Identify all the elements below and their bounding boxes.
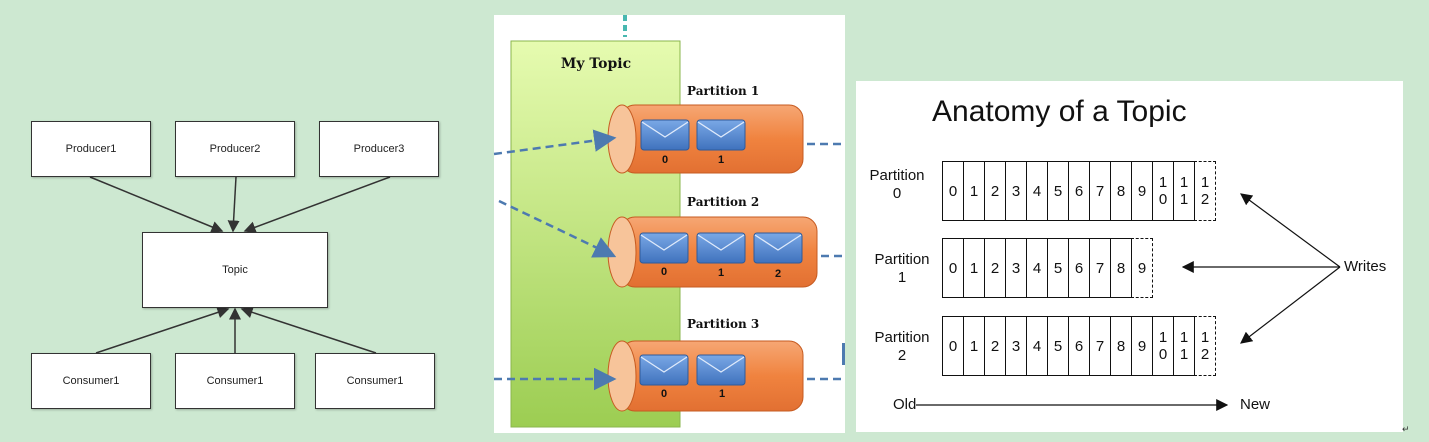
producer-label: Producer1 [65,143,117,155]
next-offset-cell: 9 [1131,238,1153,298]
message-icon [696,119,746,151]
message-icon [696,354,746,386]
consumer-label: Consumer1 [346,375,404,387]
consumer-box-3: Consumer1 [315,353,435,409]
message-icon [640,119,690,151]
topic-label: Topic [222,264,248,276]
partitions-svg: My Topic Partition 1 0 1 Partition 2 0 1… [493,15,845,428]
consumer-box-2: Consumer1 [175,353,295,409]
producer2-arrow [227,176,240,233]
message-offset: 1 [719,388,725,400]
partition-label-1: Partition 1 [687,84,759,98]
write-arrow-2 [498,199,617,258]
message-offset: 1 [718,154,724,166]
anatomy-figure: Anatomy of a Topic Partition 0 Partition… [856,81,1403,432]
anatomy-arrows [916,193,1341,411]
topic-column-label: My Topic [561,56,631,72]
message-offset: 1 [718,267,724,279]
message-offset: 0 [662,154,668,166]
writes-label: Writes [1344,258,1387,275]
flow-arrows [89,176,391,354]
return-mark: ↵ [1402,424,1410,434]
partition-0-label: Partition 0 [862,167,932,203]
message-offset: 0 [661,266,667,278]
message-icon [753,232,803,264]
consumer3-arrow [240,306,377,354]
partition-label-2: Partition 2 [687,195,759,209]
producer1-arrow [89,176,224,233]
partition-2-label: Partition 2 [867,329,937,365]
partition-1-label: Partition 1 [867,251,937,287]
producer-consumer-diagram: Producer1 Producer2 Producer3 Topic Cons… [0,0,480,442]
old-label: Old [893,396,917,413]
partition-number: 2 [897,347,907,364]
producer-label: Producer2 [209,143,261,155]
partitions-figure: My Topic Partition 1 0 1 Partition 2 0 1… [493,15,845,433]
new-label: New [1240,396,1271,413]
partition-number: 1 [897,269,907,286]
producer-box-1: Producer1 [31,121,151,177]
message-icon [639,232,689,264]
partition-name: Partition [874,329,930,346]
write-arrow-1 [493,129,617,156]
partition-number: 0 [892,185,902,202]
writes-arrow-p0 [1240,193,1341,268]
consumer-label: Consumer1 [206,375,264,387]
partition-name: Partition [874,251,930,268]
producer-box-2: Producer2 [175,121,295,177]
topic-box: Topic [142,232,328,308]
edge-mark [842,343,845,365]
anatomy-title: Anatomy of a Topic [932,95,1187,128]
producer-label: Producer3 [353,143,405,155]
message-offset: 0 [661,388,667,400]
producer-box-3: Producer3 [319,121,439,177]
partition-name: Partition [869,167,925,184]
consumer-box-1: Consumer1 [31,353,151,409]
message-icon [696,232,746,264]
producer3-arrow [243,176,391,233]
consumer-label: Consumer1 [62,375,120,387]
message-offset: 2 [775,268,781,280]
message-icon [639,354,689,386]
partition-label-3: Partition 3 [687,317,759,331]
writes-arrow-p2 [1240,266,1341,344]
consumer1-arrow [95,306,230,354]
